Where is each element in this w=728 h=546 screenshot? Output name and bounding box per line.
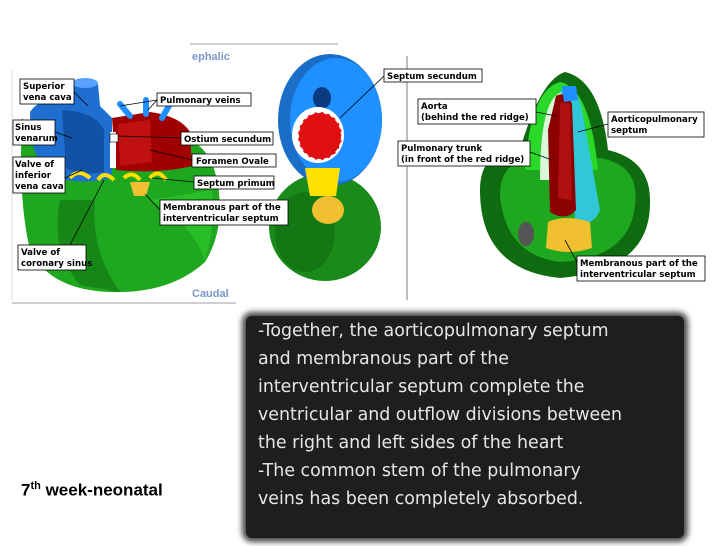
callout-pulmonary-veins: Pulmonary veins [119,92,252,111]
caption-number: 7 [21,480,31,500]
callout-aorta: Aorta (behind the red ridge) [417,98,557,125]
callout-sinus-venarum: Sinus venarum [12,119,73,146]
callout-membranous-part-left: Membranous part of the interventricular … [144,193,289,226]
explanation-text-panel: -Together, the aorticopulmonary septum a… [246,316,684,538]
explanation-line: the right and left sides of the heart [258,433,564,453]
pulmonary-trunk-line1: Pulmonary trunk [401,144,483,154]
svc-label-line1: Superior [23,82,65,92]
explanation-line: -Together, the aorticopulmonary septum [258,321,609,341]
callout-foramen-ovale: Foramen Ovale [149,149,277,168]
explanation-line: and membranous part of the [258,349,509,369]
aorta-label-line1: Aorta [421,102,448,112]
ap-septum-line2: septum [611,126,647,136]
middle-heart-illustration [269,54,382,281]
callout-pulmonary-trunk: Pulmonary trunk (in front of the red rid… [397,140,553,167]
aorta-label-line2: (behind the red ridge) [421,113,529,123]
callout-superior-vena-cava: Superior vena cava [19,78,89,107]
foramen-ovale-label: Foramen Ovale [196,157,269,167]
explanation-line: veins has been completely absorbed. [258,489,584,509]
caudal-label: Caudal [192,288,229,300]
pulmonary-veins-label: Pulmonary veins [160,96,241,106]
callout-ostium-secundum: Ostium secundum [117,131,274,146]
membranous-right-line2: interventricular septum [580,270,696,280]
membranous-right-line1: Membranous part of the [580,259,698,269]
sinus-label-line2: venarum [15,134,58,144]
membranous-left-line2: interventricular septum [163,214,279,224]
right-heart-illustration [480,72,651,278]
ostium-secundum-label: Ostium secundum [184,135,271,145]
sinus-label-line1: Sinus [15,123,42,133]
ivc-label-line3: vena cava [15,182,64,192]
callout-aorticopulmonary-septum: Aorticopulmonary septum [577,111,705,138]
septum-secundum-label: Septum secundum [387,72,477,82]
caption-superscript: th [30,480,41,492]
explanation-line: ventricular and outflow divisions betwee… [258,405,622,425]
callout-valve-coronary-sinus: Valve of coronary sinus [17,179,105,271]
callout-septum-primum: Septum primum [151,175,275,190]
membranous-left-line1: Membranous part of the [163,203,281,213]
ivc-label-line2: inferior [15,171,52,181]
cs-label-line1: Valve of [21,248,60,258]
caption-suffix: week-neonatal [40,480,163,500]
svc-label-line2: vena cava [23,93,72,103]
explanation-line: interventricular septum complete the [258,377,585,397]
callout-membranous-part-right: Membranous part of the interventricular … [564,239,706,282]
ivc-label-line1: Valve of [15,160,54,170]
callout-septum-secundum: Septum secundum [339,68,483,119]
callout-valve-ivc: Valve of inferior vena cava [12,156,83,194]
pulmonary-trunk-line2: (in front of the red ridge) [401,155,524,165]
septum-primum-label: Septum primum [197,179,275,189]
explanation-line: -The common stem of the pulmonary [258,461,581,481]
ap-septum-line1: Aorticopulmonary [611,115,698,125]
cs-label-line2: coronary sinus [21,259,92,269]
cephalic-label: ephalic [192,51,230,63]
stage-caption: 7th week-neonatal [21,480,163,501]
